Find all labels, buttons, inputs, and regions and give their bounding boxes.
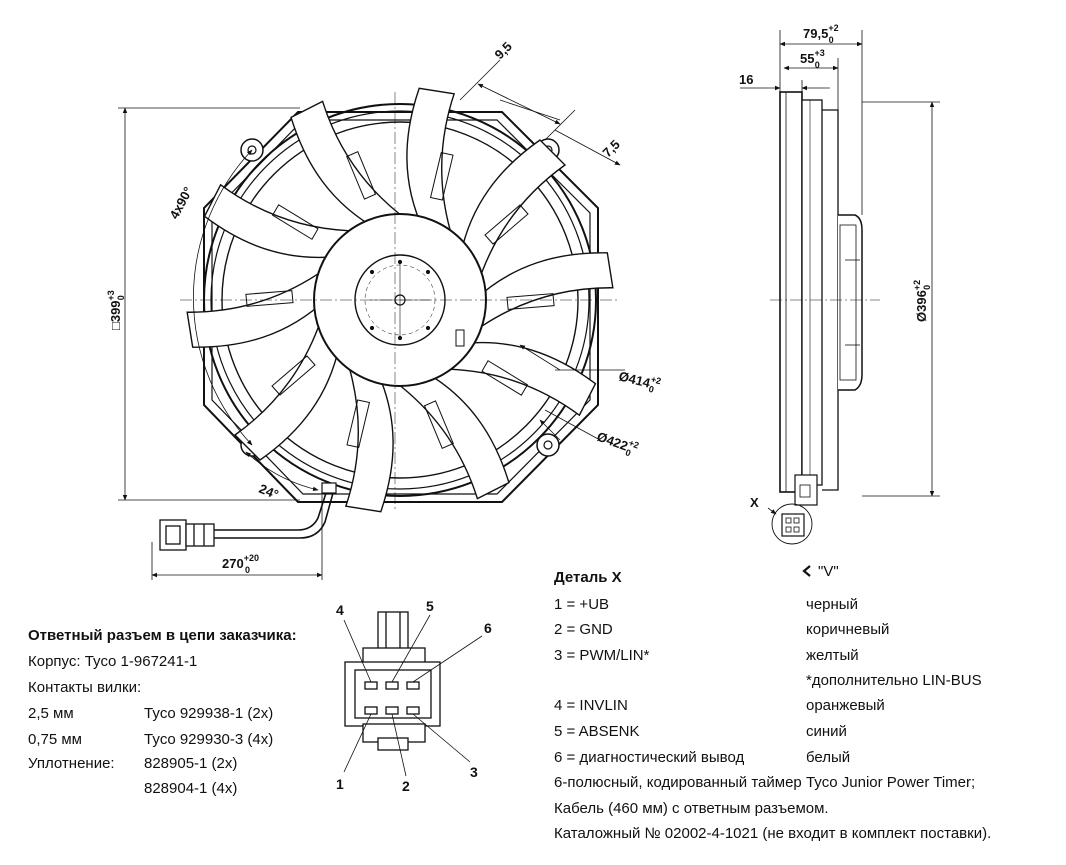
svg-text:24°: 24°: [257, 481, 281, 502]
detail-title: Деталь X: [554, 569, 622, 586]
detail-color: синий: [806, 723, 847, 740]
dim-side-16: 16: [739, 72, 753, 87]
dim-dia-414: Ø414: [617, 368, 652, 390]
svg-text:4: 4: [336, 602, 344, 618]
mating-row-label: Уплотнение:: [28, 755, 115, 772]
detail-note: Каталожный № 02002-4-1021 (не входит в к…: [554, 825, 992, 842]
detail-pin: 6 = диагностический вывод: [554, 749, 745, 766]
view-chevron-icon: [802, 565, 811, 577]
mating-row-label: 2,5 мм: [28, 705, 74, 722]
dim-side-55: 55: [800, 51, 814, 66]
dim-side-79-5-tol2: 0: [829, 35, 834, 45]
svg-text:Ø422+20: Ø422+20: [594, 427, 640, 460]
dim-side-55-tol2: 0: [815, 60, 820, 70]
detail-color: белый: [806, 749, 851, 766]
detail-x-marker: X: [750, 495, 759, 510]
dim-dia-422-tol2: 0: [624, 447, 632, 458]
svg-text:5: 5: [426, 598, 434, 614]
mating-row-value: 828904-1 (4x): [144, 780, 238, 797]
svg-text:Ø396+20: Ø396+20: [912, 280, 932, 322]
detail-color: черный: [806, 596, 858, 613]
dim-side-79-5-tol: +2: [828, 23, 838, 33]
front-view-dimensions: [118, 59, 625, 580]
pin-label-5: 5: [426, 598, 434, 614]
mating-row-value: Tyco 929930-3 (4x): [144, 731, 274, 748]
dim-dia-414-tol: +2: [650, 374, 662, 386]
mating-housing: Корпус: Tyco 1-967241-1: [28, 653, 198, 670]
dim-cable-270-tol2: 0: [245, 565, 250, 575]
fan-cable: [214, 492, 327, 531]
svg-text:1: 1: [336, 776, 344, 792]
detail-color: коричневый: [806, 621, 890, 638]
mating-title: Ответный разъем в цепи заказчика:: [28, 627, 297, 644]
detail-pin: 4 = INVLIN: [554, 697, 628, 714]
svg-text:3: 3: [470, 764, 478, 780]
svg-text:16: 16: [739, 72, 753, 87]
dim-dia-396-tol: +2: [912, 280, 922, 290]
front-view-labels: 9,5 7,5 4x90° □399+30 Ø414+20 Ø422+20 24…: [106, 39, 662, 575]
dim-dia-422-tol: +2: [627, 438, 640, 451]
dim-square-399-tol: +3: [106, 290, 116, 300]
fan-front-view: [159, 87, 620, 551]
dim-dia-422: Ø422: [595, 429, 630, 454]
detail-view-label: "V": [818, 563, 839, 580]
dim-cable-270-tol: +20: [244, 553, 259, 563]
detail-color: оранжевый: [806, 697, 885, 714]
side-motor: [838, 214, 863, 391]
dim-7-5: 7,5: [600, 137, 623, 160]
connector-pin-labels: 4 5 6 1 2 3: [336, 598, 492, 794]
dim-side-79-5: 79,5: [803, 26, 828, 41]
dim-dia-414-tol2: 0: [648, 384, 655, 395]
mating-contacts-label: Контакты вилки:: [28, 679, 142, 696]
svg-text:X: X: [750, 495, 759, 510]
dim-24-deg: 24°: [257, 481, 281, 502]
detail-pin: 2 = GND: [554, 621, 613, 638]
cable-connector-plug: [159, 519, 215, 551]
detail-pin: 1 = +UB: [554, 596, 610, 613]
pin-label-2: 2: [402, 778, 410, 794]
svg-text:79,5+20: 79,5+2 0: [803, 23, 839, 45]
dim-side-55-tol: +3: [814, 48, 824, 58]
dim-square-399-tol2: 0: [116, 295, 126, 300]
detail-x-circle: [771, 503, 813, 545]
detail-pin: 5 = ABSENK: [554, 723, 640, 740]
svg-text:270+200: 270+20 0: [222, 553, 259, 575]
detail-color: *дополнительно LIN-BUS: [806, 672, 982, 689]
fan-side-view: [767, 91, 880, 545]
detail-color: желтый: [806, 647, 859, 664]
dim-9-5: 9,5: [492, 39, 515, 62]
svg-text:4x90°: 4x90°: [166, 184, 195, 221]
svg-text:55+30: 55+3 0: [800, 48, 825, 70]
mating-row-value: Tyco 929938-1 (2x): [144, 705, 274, 722]
svg-text:6: 6: [484, 620, 492, 636]
pin-label-6: 6: [484, 620, 492, 636]
pin-label-3: 3: [470, 764, 478, 780]
detail-note: Кабель (460 мм) с ответным разъемом.: [554, 800, 829, 817]
dim-cable-270: 270: [222, 556, 244, 571]
detail-note: 6-полюсный, кодированный таймер Tyco Jun…: [554, 774, 976, 791]
dim-4x90: 4x90°: [166, 184, 195, 221]
svg-text:9,5: 9,5: [492, 39, 515, 62]
dim-dia-396: Ø396: [914, 290, 929, 322]
svg-text:□399+30: □399+30: [106, 290, 126, 330]
mating-row-value: 828905-1 (2x): [144, 755, 238, 772]
side-frame: [779, 91, 803, 493]
pin-label-4: 4: [336, 602, 344, 618]
dim-dia-396-tol2: 0: [922, 285, 932, 290]
svg-text:2: 2: [402, 778, 410, 794]
mating-row-label: 0,75 мм: [28, 731, 82, 748]
mount-hole-br: [536, 433, 560, 457]
side-view-dimensions: [740, 30, 940, 497]
dim-square-399: □399: [108, 300, 123, 330]
connector-face-drawing: [343, 611, 483, 777]
svg-text:Ø414+20: Ø414+20: [617, 366, 663, 396]
svg-text:7,5: 7,5: [600, 137, 623, 160]
detail-pin: 3 = PWM/LIN*: [554, 647, 650, 664]
pin-label-1: 1: [336, 776, 344, 792]
